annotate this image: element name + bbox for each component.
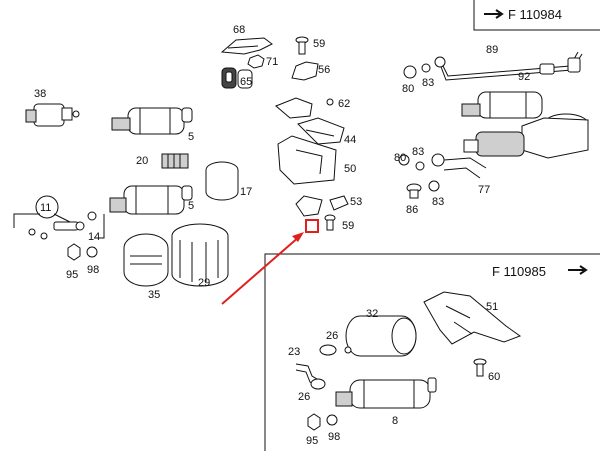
ref-label-top: F 110984 bbox=[508, 7, 562, 22]
callout-53: 53 bbox=[350, 196, 362, 208]
part-71-nut bbox=[247, 54, 265, 69]
part-95-98-bottom bbox=[307, 413, 338, 431]
callout-26-upper: 26 bbox=[326, 330, 338, 342]
ref-box-bottom: F 110985 bbox=[264, 253, 600, 451]
callout-80-mid: 80 bbox=[394, 152, 406, 164]
callout-50: 50 bbox=[344, 163, 356, 175]
callout-5-upper: 5 bbox=[188, 131, 194, 143]
part-95-nut bbox=[67, 243, 81, 261]
callout-83-low: 83 bbox=[432, 196, 444, 208]
part-65-grommet bbox=[221, 67, 253, 89]
arrow-right-icon bbox=[568, 265, 588, 275]
callout-26-lower: 26 bbox=[298, 391, 310, 403]
arrow-right-icon bbox=[484, 9, 504, 19]
part-53-plate bbox=[295, 195, 349, 217]
callout-59: 59 bbox=[342, 220, 354, 232]
part-14-washer bbox=[87, 211, 97, 221]
callout-8: 8 bbox=[392, 415, 398, 427]
callout-89: 89 bbox=[486, 44, 498, 56]
callout-38: 38 bbox=[34, 88, 46, 100]
part-17-sleeve bbox=[205, 161, 239, 201]
callout-20: 20 bbox=[136, 155, 148, 167]
part-89-pipe bbox=[439, 51, 583, 81]
part-80-83-fittings-mid bbox=[398, 153, 487, 171]
part-59-screw bbox=[324, 214, 336, 231]
part-pump-right-upper bbox=[461, 91, 543, 119]
part-98-screw bbox=[86, 246, 98, 258]
part-80-83-fittings-top bbox=[403, 56, 446, 79]
callout-11: 11 bbox=[40, 202, 51, 214]
part-59-screw-top bbox=[295, 36, 309, 55]
callout-44: 44 bbox=[344, 134, 356, 146]
part-51-bracket bbox=[423, 291, 522, 345]
callout-80-top: 80 bbox=[402, 83, 414, 95]
callout-98-bottom: 98 bbox=[328, 431, 340, 443]
part-62-bracket bbox=[275, 97, 334, 119]
ref-box-top: F 110984 bbox=[473, 0, 600, 31]
callout-56: 56 bbox=[318, 64, 330, 76]
callout-77: 77 bbox=[478, 184, 490, 196]
part-92-clamp bbox=[539, 63, 555, 75]
part-77-pipe bbox=[443, 167, 481, 179]
part-32-filter bbox=[344, 315, 417, 357]
callout-98-left: 98 bbox=[87, 264, 99, 276]
part-38-pump bbox=[25, 103, 80, 127]
part-68-bracket bbox=[220, 37, 273, 55]
callout-95-bottom: 95 bbox=[306, 435, 318, 447]
callout-14: 14 bbox=[88, 231, 100, 243]
callout-59-top: 59 bbox=[313, 38, 325, 50]
part-60-screw bbox=[473, 358, 487, 377]
part-11-fittings bbox=[13, 195, 85, 240]
part-29-filter bbox=[171, 223, 229, 287]
part-35-housing bbox=[123, 233, 169, 287]
callout-86: 86 bbox=[406, 204, 418, 216]
part-20-connector bbox=[161, 153, 189, 169]
highlight-box bbox=[305, 219, 319, 233]
part-26-clip-lower bbox=[310, 378, 326, 390]
highlight-arrow bbox=[221, 232, 304, 305]
ref-label-bottom: F 110985 bbox=[492, 264, 546, 279]
callout-83-mid: 83 bbox=[412, 146, 424, 158]
callout-71: 71 bbox=[266, 56, 278, 68]
callout-95-left: 95 bbox=[66, 269, 78, 281]
part-8-pump bbox=[335, 377, 437, 409]
callout-32: 32 bbox=[366, 308, 378, 320]
part-50-bracket bbox=[277, 135, 337, 185]
part-83-washer-low bbox=[428, 180, 440, 192]
callout-35: 35 bbox=[148, 289, 160, 301]
part-pump-right-lower bbox=[463, 113, 589, 159]
callout-labels: 68 59 71 56 65 38 5 62 44 20 17 50 11 5 … bbox=[34, 24, 530, 447]
callout-60: 60 bbox=[488, 371, 500, 383]
part-56-clip bbox=[291, 61, 319, 81]
callout-29: 29 bbox=[198, 277, 210, 289]
callout-92: 92 bbox=[518, 71, 530, 83]
callout-65: 65 bbox=[240, 76, 252, 88]
part-5-pump-lower bbox=[94, 185, 193, 239]
part-5-pump-upper bbox=[111, 107, 193, 135]
callout-62: 62 bbox=[338, 98, 350, 110]
callout-83-top: 83 bbox=[422, 77, 434, 89]
part-86-screw bbox=[406, 183, 422, 199]
callout-68: 68 bbox=[233, 24, 245, 36]
part-44-bracket bbox=[297, 117, 345, 145]
callout-17: 17 bbox=[240, 186, 252, 198]
callout-5-lower: 5 bbox=[188, 200, 194, 212]
callout-23: 23 bbox=[288, 346, 300, 358]
part-26-clip-upper bbox=[319, 344, 337, 356]
callout-51: 51 bbox=[486, 301, 498, 313]
